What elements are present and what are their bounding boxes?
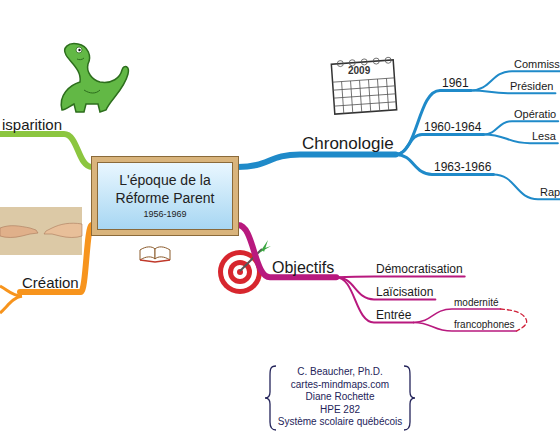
leaf-topic: Présiden [508, 80, 555, 93]
calendar-year: 2009 [348, 65, 370, 77]
main-branch-topic: Chronologie [300, 134, 396, 154]
topic-text: isparition [2, 116, 62, 134]
calendar-icon [331, 57, 397, 114]
topic-text: 1963-1966 [434, 160, 491, 174]
brace [265, 366, 276, 430]
leaf-topic: Commiss [512, 58, 560, 71]
topic-text: 1961 [442, 76, 469, 90]
sub-topic: Démocratisation [374, 262, 465, 276]
mindmap-branch [493, 174, 560, 199]
topic-text: Commiss [514, 58, 560, 71]
topic-text: 1960-1964 [424, 120, 481, 134]
mindmap-branch [336, 277, 413, 322]
leaf-topic: francophones [452, 319, 517, 331]
leaf-topic: Rap [538, 186, 560, 199]
topic-text: Entrée [376, 308, 411, 322]
sub-topic: Laïcisation [374, 285, 435, 299]
topic-text: Lesa [532, 130, 556, 143]
sub-topic: Entrée [374, 308, 413, 322]
topic-text: Rap [540, 186, 560, 199]
topic-text: Laïcisation [376, 285, 433, 299]
target-icon [218, 240, 271, 294]
mindmap-branch [0, 134, 92, 167]
main-branch-topic: Objectifs [270, 258, 336, 277]
mindmap-branch [238, 154, 396, 167]
topic-text: francophones [454, 319, 515, 331]
topic-text: Opératio [514, 108, 556, 121]
credit-line: Diane Rochette [272, 391, 408, 403]
topic-text: Création [22, 274, 79, 292]
mindmap-branch [396, 154, 494, 174]
topic-text: Chronologie [302, 134, 394, 154]
sub-topic: 1961 [440, 76, 471, 90]
brace [404, 366, 415, 430]
credit-line: C. Beaucher, Ph.D. [272, 366, 408, 378]
mindmap-branch [396, 134, 484, 154]
hands-picture [0, 207, 82, 255]
topic-text: modernité [454, 297, 498, 309]
sub-topic: 1963-1966 [432, 160, 493, 174]
branch-stub [0, 296, 22, 313]
dinosaur-illustration [61, 44, 128, 112]
main-branch-topic: isparition [0, 116, 64, 134]
topic-text: Objectifs [272, 258, 334, 277]
book-icon [140, 247, 170, 262]
credit-line: Système scolaire québécois [272, 416, 408, 428]
credit-line: HPE 282 [272, 404, 408, 416]
mindmap-branch [238, 225, 336, 277]
central-topic: L'époque de la Réforme Parent 1956-1969 [92, 157, 238, 235]
main-branch-topic: Création [20, 274, 81, 292]
topic-text: Démocratisation [376, 262, 463, 276]
leaf-topic: Lesa [530, 130, 558, 143]
credit-line: cartes-mindmaps.com [272, 379, 408, 391]
leaf-topic: Opératio [512, 108, 558, 121]
leaf-topic: modernité [452, 297, 500, 309]
mindmap-branch [20, 225, 92, 292]
sub-topic: 1960-1964 [422, 120, 483, 134]
topic-text: Présiden [510, 80, 553, 93]
date-range: 1956-1969 [143, 209, 186, 220]
mindmap-branch [336, 277, 435, 299]
topic-text: L'époque de la Réforme Parent [103, 172, 227, 207]
